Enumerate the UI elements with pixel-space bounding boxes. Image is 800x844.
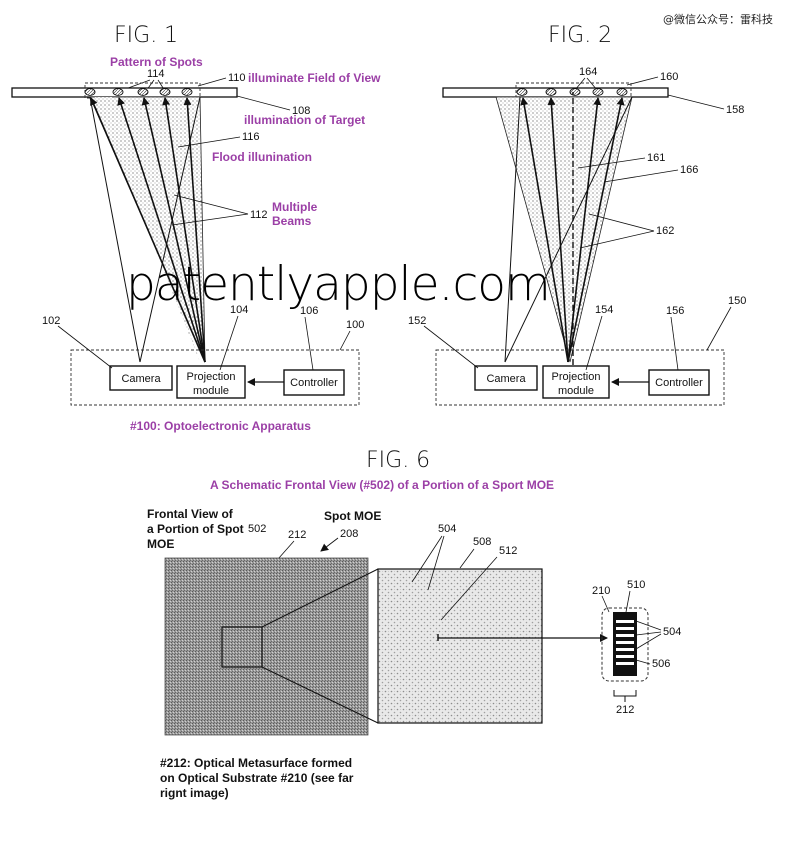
fig2-projection-label-1: Projection	[552, 371, 601, 383]
fig1-annotation-multiple: Multiple	[272, 200, 318, 214]
fig1-label-100: 100	[346, 319, 364, 331]
fig2-label-161: 161	[647, 152, 665, 164]
fig1-annotation-apparatus: #100: Optoelectronic Apparatus	[130, 419, 311, 433]
fig2-camera-label: Camera	[486, 373, 526, 385]
fig6-label-212: 212	[288, 529, 306, 541]
fig6-zoomed-metasurface	[377, 568, 543, 724]
fig6-label-504a: 504	[438, 523, 456, 535]
fig2-projection-label-2: module	[558, 385, 594, 397]
fig6-title: FIG. 6	[366, 448, 430, 473]
fig1-label-104: 104	[230, 304, 248, 316]
fig1-spot-pattern	[84, 88, 193, 96]
fig1-annotation-field: illuminate Field of View	[248, 71, 381, 85]
fig2-flood-illumination	[495, 96, 633, 363]
fig6-label-504b: 504	[663, 626, 681, 638]
fig6-metasurface-element	[613, 612, 637, 676]
fig6-caption-line-1: #212: Optical Metasurface formed	[160, 756, 352, 770]
fig6-label-502: 502	[248, 523, 266, 535]
fig1-annotation-flood: Flood illunination	[212, 150, 312, 164]
fig6-frontal-line-1: Frontal View of	[147, 507, 234, 521]
fig6-label-208: 208	[340, 528, 358, 540]
fig1-camera-box	[109, 365, 173, 391]
fig6-frontal-line-2: a Portion of Spot	[147, 522, 244, 536]
fig1-controller-label: Controller	[290, 377, 338, 389]
site-watermark: patentlyapple.com	[126, 257, 550, 312]
fig1-target-plate	[11, 87, 238, 98]
fig1-annotation-pattern: Pattern of Spots	[110, 55, 203, 69]
fig6-caption-line-2: on Optical Substrate #210 (see far	[160, 771, 354, 785]
fig1-projection-box	[176, 365, 246, 399]
fig6-frontal-line-3: MOE	[147, 537, 174, 551]
fig6-spot-moe-square	[164, 557, 369, 736]
fig2-controller-label: Controller	[655, 377, 703, 389]
fig1-label-106: 106	[300, 305, 318, 317]
fig1-apparatus-outline	[70, 349, 360, 406]
fig6-label-508: 508	[473, 536, 491, 548]
fig2-title: FIG. 2	[548, 23, 612, 48]
fig2-multiple-beams	[504, 92, 633, 365]
fig1-projection-label-1: Projection	[187, 371, 236, 383]
fig2-label-154: 154	[595, 304, 613, 316]
fig1-annotation-beams: Beams	[272, 214, 312, 228]
fig2-projection-box	[542, 365, 610, 399]
fig1-label-114: 114	[147, 68, 165, 80]
figure-2: FIG. 2 164 160 158 161 166	[408, 23, 746, 406]
fig6-spot-moe: Spot MOE	[324, 509, 381, 523]
fig2-camera-box	[474, 365, 538, 391]
fig6-substrate-outline	[601, 607, 649, 682]
fig2-label-160: 160	[660, 71, 678, 83]
fig1-multiple-beams	[89, 96, 206, 363]
figure-6: FIG. 6 A Schematic Frontal View (#502) o…	[147, 448, 681, 800]
fig6-label-212-bottom: 212	[616, 704, 634, 716]
fig6-label-512: 512	[499, 545, 517, 557]
fig6-zoom-region	[221, 626, 263, 668]
fig2-label-152: 152	[408, 315, 426, 327]
fig1-label-110: 110	[228, 72, 246, 84]
fig6-label-506: 506	[652, 658, 670, 670]
fig6-caption-line-3: rignt image)	[160, 786, 229, 800]
fig6-label-210: 210	[592, 585, 610, 597]
fig6-subtitle: A Schematic Frontal View (#502) of a Por…	[210, 478, 554, 492]
wechat-watermark: @微信公众号：雷科技	[663, 12, 773, 26]
fig2-label-150: 150	[728, 295, 746, 307]
fig2-label-162: 162	[656, 225, 674, 237]
fig1-annotation-target: illumination of Target	[244, 113, 365, 127]
fig1-camera-label: Camera	[121, 373, 161, 385]
fig1-label-102: 102	[42, 315, 60, 327]
fig2-label-158: 158	[726, 104, 744, 116]
figure-1: FIG. 1 Pattern of Spots 114 110 illumina…	[11, 23, 381, 433]
fig1-title: FIG. 1	[114, 23, 178, 48]
fig1-projection-label-2: module	[193, 385, 229, 397]
fig2-label-156: 156	[666, 305, 684, 317]
fig6-label-510: 510	[627, 579, 645, 591]
fig1-label-108: 108	[292, 105, 310, 117]
fig2-label-164: 164	[579, 66, 597, 78]
fig2-spot-pattern	[516, 88, 628, 96]
fig2-label-166: 166	[680, 164, 698, 176]
fig1-label-112: 112	[250, 209, 268, 221]
fig1-label-116: 116	[242, 131, 260, 143]
fig2-apparatus-outline	[435, 349, 725, 406]
